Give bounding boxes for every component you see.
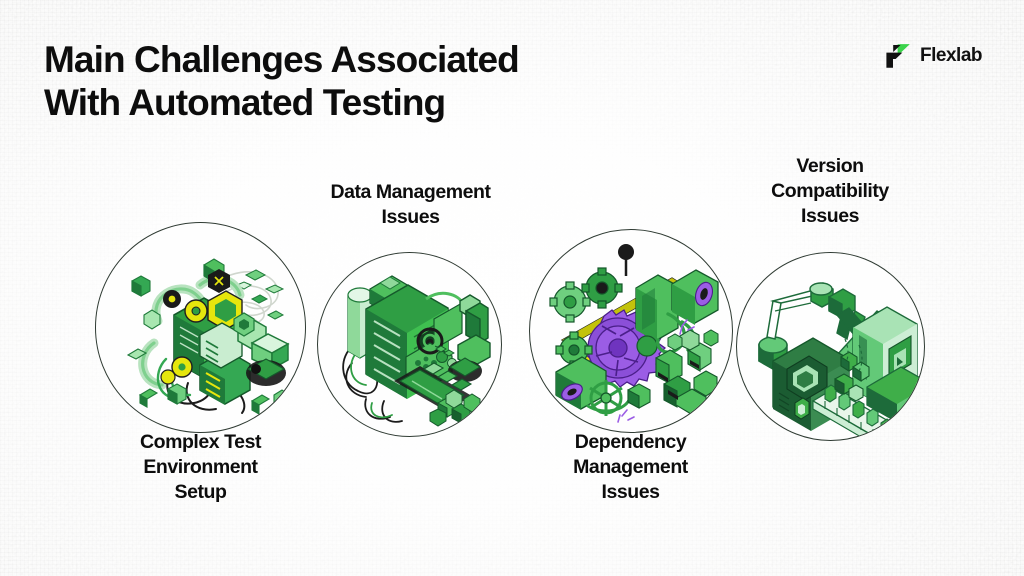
brand-logo: Flexlab bbox=[885, 43, 982, 69]
challenge-label-dependency-management-issues: Dependency Management Issues bbox=[573, 431, 688, 503]
brand-name: Flexlab bbox=[920, 45, 982, 66]
interlocking-gears-conveyor-illustration bbox=[549, 244, 719, 423]
illustration-circle-dependency-management-issues bbox=[529, 229, 733, 433]
illustration-circle-version-compatibility-issues bbox=[736, 252, 925, 441]
challenge-label-data-management-issues: Data Management Issues bbox=[330, 181, 491, 228]
page-title: Main Challenges Associated With Automate… bbox=[44, 39, 520, 124]
robot-arm-kiosk-conveyor-illustration bbox=[758, 282, 924, 440]
illustration-circle-data-management-issues bbox=[317, 252, 502, 437]
server-rack-robot-arm-illustration bbox=[342, 275, 491, 427]
illustration-circle-complex-test-environment-setup bbox=[95, 222, 306, 433]
flexlab-logo-mark-icon bbox=[886, 44, 910, 68]
challenge-label-version-compatibility-issues: Version Compatibility Issues bbox=[771, 155, 889, 227]
tangled-machinery-robot-arm-illustration bbox=[126, 258, 291, 415]
challenge-label-complex-test-environment-setup: Complex Test Environment Setup bbox=[139, 431, 262, 503]
